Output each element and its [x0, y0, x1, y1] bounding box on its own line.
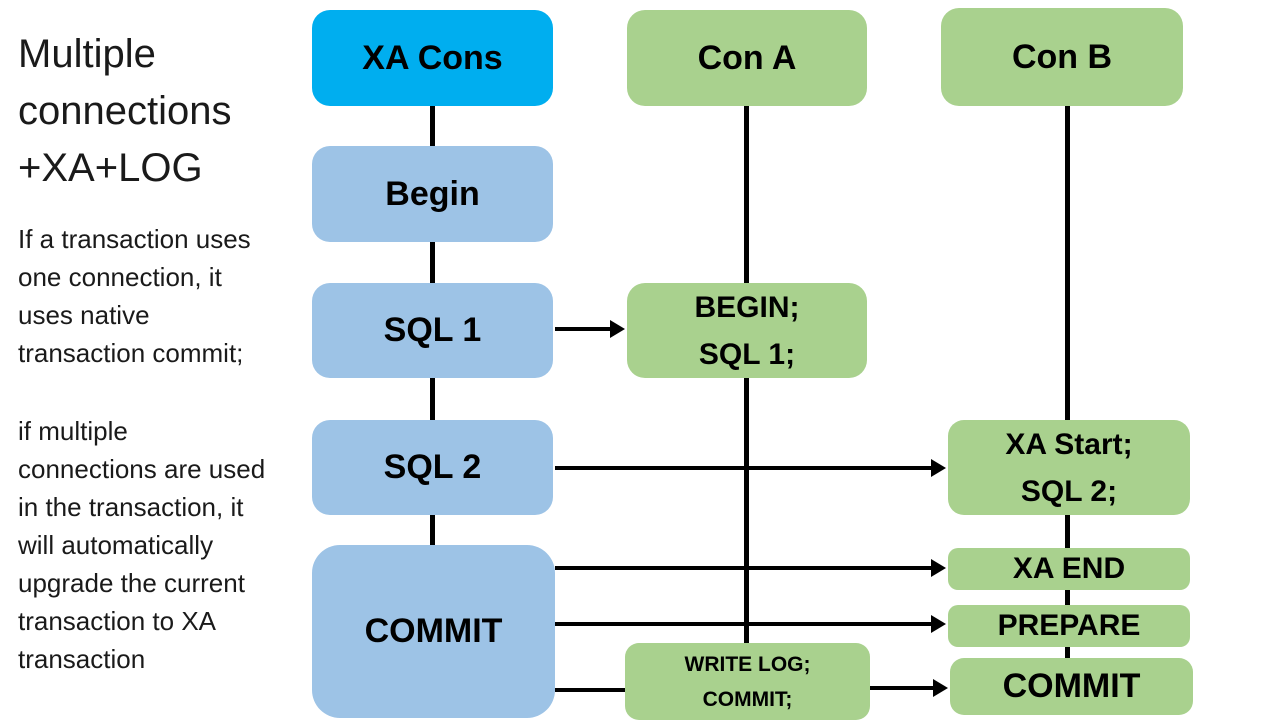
node-label: SQL 2	[383, 448, 482, 486]
node-xa-end: XA END	[948, 548, 1190, 590]
note-line: transaction commit;	[18, 338, 244, 368]
note-line: transaction to XA	[18, 606, 216, 636]
title-line: +XA+LOG	[18, 146, 203, 190]
note-line: connections are used	[18, 454, 266, 484]
arrow-sql1-to-begin-head	[610, 320, 625, 338]
node-write-log-commit: WRITE LOG; COMMIT;	[625, 643, 870, 720]
arrow-sql2-to-xa-start-head	[931, 459, 946, 477]
node-xa-cons: XA Cons	[312, 10, 553, 106]
node-label: Con B	[1011, 37, 1113, 76]
arrow-write-log-to-commit-head	[933, 679, 948, 697]
con-b-lifeline	[1065, 58, 1070, 690]
node-label: XA Cons	[362, 38, 503, 77]
node-label: SQL 1	[383, 311, 482, 349]
note-line: transaction	[18, 644, 146, 674]
node-sql1: SQL 1	[312, 283, 553, 378]
note-line: If a transaction uses	[18, 224, 251, 254]
arrow-write-log-to-commit-line	[870, 686, 935, 690]
node-label-line: SQL 1;	[698, 337, 796, 371]
node-label-line: SQL 2;	[1020, 474, 1118, 508]
node-sql2: SQL 2	[312, 420, 553, 515]
node-con-a: Con A	[627, 10, 867, 106]
note-multiple-connections: if multiple connections are used in the …	[18, 412, 265, 678]
node-commit: COMMIT	[312, 545, 555, 718]
node-xa-start-sql2: XA Start; SQL 2;	[948, 420, 1190, 515]
arrow-commit-to-prepare-line	[555, 622, 933, 626]
arrow-commit-to-xa-end-line	[555, 566, 933, 570]
note-line: upgrade the current	[18, 568, 245, 598]
node-begin-sql1: BEGIN; SQL 1;	[627, 283, 867, 378]
node-label: Con A	[697, 38, 797, 77]
connector-commit-to-write-log	[555, 688, 627, 692]
note-line: will automatically	[18, 530, 214, 560]
title-line: connections	[18, 89, 232, 133]
node-label-line: WRITE LOG;	[684, 652, 811, 676]
node-label-line: XA Start;	[1005, 427, 1133, 461]
arrow-commit-to-xa-end-head	[931, 559, 946, 577]
node-label: Begin	[385, 174, 480, 213]
node-label: COMMIT	[1002, 667, 1141, 705]
node-con-b: Con B	[941, 8, 1183, 106]
node-label: COMMIT	[364, 612, 503, 650]
note-line: if multiple	[18, 416, 128, 446]
note-line: uses native	[18, 300, 150, 330]
node-begin: Begin	[312, 146, 553, 242]
node-label-line: BEGIN;	[694, 290, 800, 324]
note-single-connection: If a transaction uses one connection, it…	[18, 220, 251, 372]
note-line: in the transaction, it	[18, 492, 244, 522]
title-line: Multiple	[18, 32, 156, 76]
node-label: PREPARE	[997, 609, 1141, 642]
node-label: XA END	[1012, 552, 1126, 585]
arrow-sql2-to-xa-start-line	[555, 466, 933, 470]
note-line: one connection, it	[18, 262, 222, 292]
node-label-line: COMMIT;	[702, 687, 793, 711]
node-commit-b: COMMIT	[950, 658, 1193, 715]
node-prepare: PREPARE	[948, 605, 1190, 647]
arrow-sql1-to-begin-line	[555, 327, 612, 331]
arrow-commit-to-prepare-head	[931, 615, 946, 633]
slide-title: Multiple connections +XA+LOG	[18, 26, 231, 197]
